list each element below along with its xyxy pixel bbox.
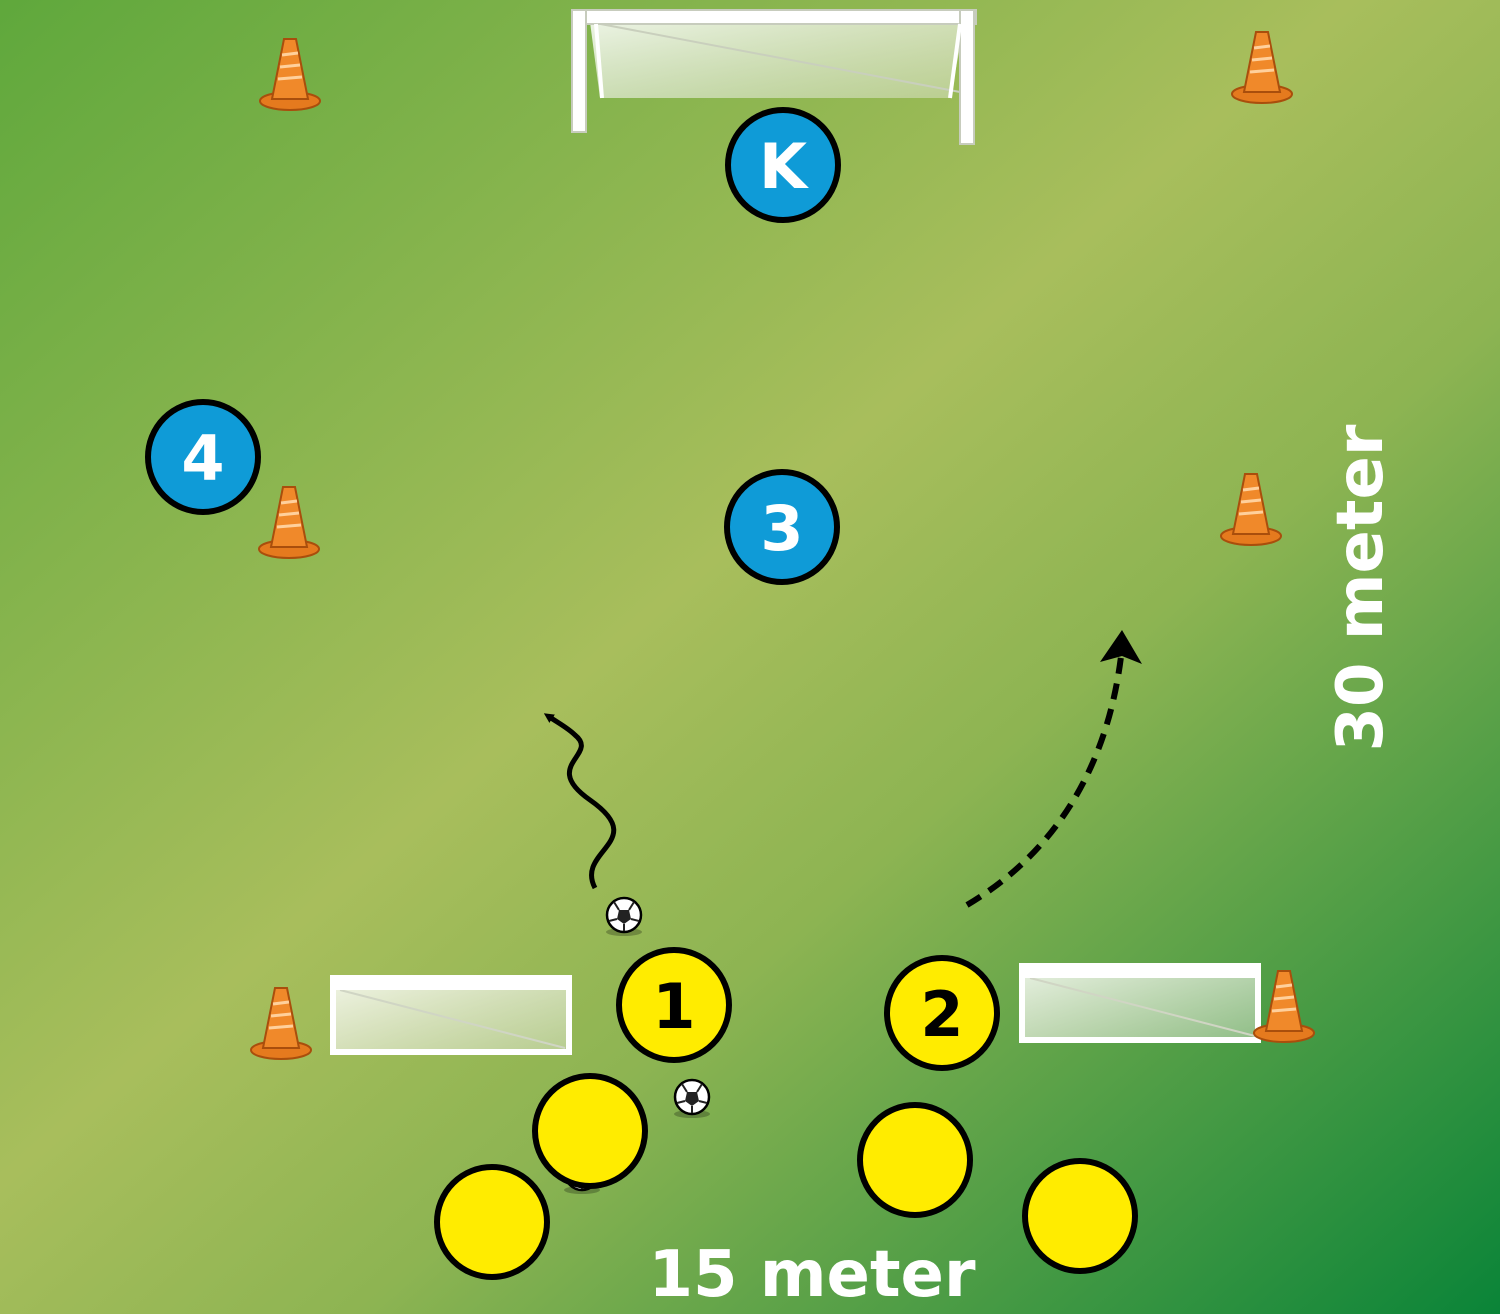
player-yellow-waiting — [857, 1102, 973, 1218]
length-label: 30 meter — [1324, 424, 1398, 751]
goal-icon — [330, 975, 572, 1055]
player-blue-4: 4 — [145, 399, 261, 515]
width-label: 15 meter — [649, 1238, 976, 1312]
run-arrow-head-icon — [1100, 630, 1142, 664]
player-keeper-label: K — [759, 130, 809, 203]
player-yellow-waiting — [1022, 1158, 1138, 1274]
dribble-arrow-icon — [543, 713, 617, 890]
player-blue-4-label: 4 — [181, 422, 224, 495]
player-yellow-waiting — [434, 1164, 550, 1280]
player-blue-3: 3 — [724, 469, 840, 585]
goal-icon — [571, 9, 977, 145]
run-arrow-icon — [965, 647, 1125, 908]
player-yellow-1-label: 1 — [652, 970, 695, 1043]
ball-icon — [672, 1078, 712, 1120]
player-keeper: K — [725, 107, 841, 223]
goal-icon — [1019, 963, 1261, 1043]
player-yellow-2-label: 2 — [920, 978, 963, 1051]
player-yellow-1: 1 — [616, 947, 732, 1063]
player-yellow-waiting — [532, 1073, 648, 1189]
player-blue-3-label: 3 — [760, 492, 803, 565]
player-yellow-2: 2 — [884, 955, 1000, 1071]
ball-icon — [604, 896, 644, 938]
